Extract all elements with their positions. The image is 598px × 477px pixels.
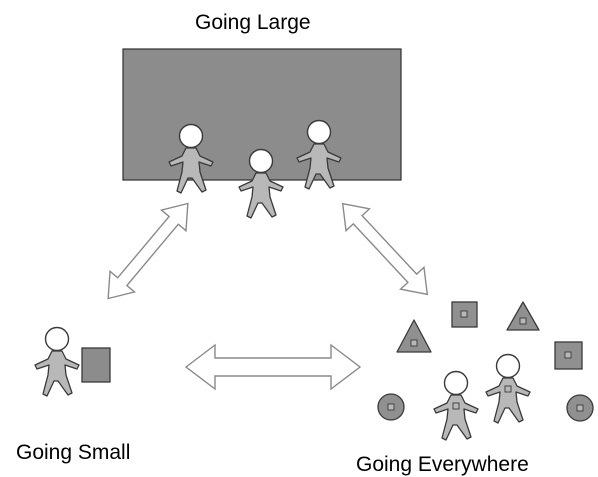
going-everywhere-label: Going Everywhere — [356, 453, 529, 476]
going-small-label: Going Small — [16, 441, 131, 464]
going-large-label: Going Large — [195, 11, 311, 34]
triangle-left — [396, 319, 432, 353]
arrow-small-everywhere — [184, 343, 362, 391]
small-square — [81, 347, 111, 383]
triangle-right — [506, 301, 540, 331]
arrow-large-small — [107, 202, 189, 300]
arrow-large-everywhere — [341, 202, 429, 296]
person-small — [34, 326, 80, 397]
everywhere-group — [377, 301, 594, 441]
